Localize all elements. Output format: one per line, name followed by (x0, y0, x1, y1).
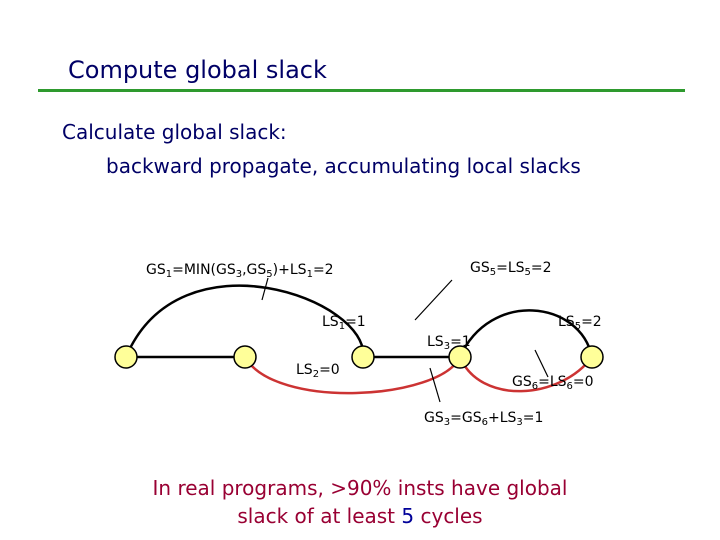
edge-node2-to-node4 (243, 356, 462, 395)
footer-line-2: slack of at least 5 cycles (237, 504, 483, 528)
pointer-gs5-label (414, 279, 453, 321)
pointer-gs3-label (429, 367, 441, 403)
edge-node4-to-node5 (458, 356, 594, 393)
pointer-gs6-label (534, 349, 549, 378)
bullet-backward-propagate: backward propagate, accumulating local s… (106, 154, 581, 178)
edge-node1-to-node3 (124, 284, 365, 358)
label-ls2: LS2=0 (296, 362, 340, 380)
label-ls1: LS1=1 (322, 314, 366, 332)
label-ls5: LS5=2 (558, 314, 602, 332)
footer-note: In real programs, >90% insts have global… (0, 474, 720, 530)
footer-line-1: In real programs, >90% insts have global (152, 476, 568, 500)
edge-node4-to-node6 (458, 309, 594, 358)
node-5 (580, 345, 604, 369)
label-gs1: GS1=MIN(GS3,GS5)+LS1=2 (146, 262, 334, 280)
node-3 (351, 345, 375, 369)
node-1 (114, 345, 138, 369)
node-4 (448, 345, 472, 369)
bullet-calculate-global-slack: Calculate global slack: (62, 120, 287, 144)
label-ls3: LS3=1 (427, 334, 471, 352)
label-gs3: GS3=GS6+LS3=1 (424, 410, 544, 428)
label-gs5: GS5=LS5=2 (470, 260, 552, 278)
footer-cycles-number: 5 (401, 504, 415, 528)
label-gs6: GS6=LS6=0 (512, 374, 594, 392)
node-2 (233, 345, 257, 369)
title-divider (38, 89, 685, 92)
pointer-gs1-label (261, 277, 269, 301)
slide-title: Compute global slack (68, 56, 327, 84)
